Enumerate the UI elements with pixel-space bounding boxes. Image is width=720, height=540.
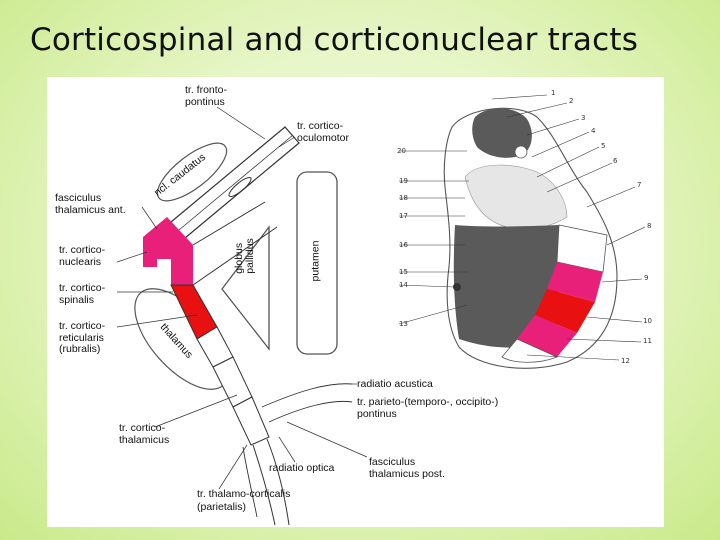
number-label: 8: [647, 222, 652, 230]
label-radiatio-acustica: radiatio acustica: [357, 378, 433, 390]
label-putamen: putamen: [309, 240, 322, 282]
label-fronto-pontinus: tr. fronto- pontinus: [185, 84, 228, 108]
label-cortico-thalamicus: tr. cortico- thalamicus: [119, 422, 170, 446]
label-cortico-spinalis: tr. cortico- spinalis: [59, 282, 106, 306]
number-label: 7: [637, 181, 642, 189]
anatomy-figure: tr. fronto- pontinus tr. cortico- oculom…: [47, 77, 664, 527]
label-cortico-nuclearis: tr. cortico- nuclearis: [59, 244, 106, 268]
label-thalamo-corticalis: tr. thalamo-corticalis: [197, 488, 291, 500]
number-label: 14: [399, 281, 408, 289]
number-label: 13: [399, 320, 408, 328]
label-globus-pallidus: globus pallidus: [232, 238, 256, 274]
number-label: 16: [399, 241, 408, 249]
label-cortico-oculomotor: tr. cortico- oculomotor: [297, 120, 349, 144]
diagram-drawing: [116, 94, 646, 526]
putamen-shape: [296, 171, 338, 355]
slide-title: Corticospinal and corticonuclear tracts: [30, 22, 639, 58]
label-fasciculus-thalamicus-post: fasciculus thalamicus post.: [369, 456, 445, 480]
number-label: 11: [643, 337, 652, 345]
number-label: 2: [569, 97, 574, 105]
number-label: 10: [643, 317, 652, 325]
number-label: 3: [581, 114, 586, 122]
label-fasciculus-thalamicus-ant: fasciculus thalamicus ant.: [55, 192, 126, 216]
label-parieto-pontinus: tr. parieto-(temporo-, occipito-) pontin…: [357, 396, 499, 420]
number-label: 6: [613, 157, 618, 165]
number-label: 5: [601, 142, 606, 150]
number-label: 18: [399, 194, 408, 202]
number-label: 17: [399, 212, 408, 220]
label-radiatio-optica: radiatio optica: [269, 462, 335, 474]
number-label: 19: [399, 177, 408, 185]
number-label: 9: [644, 274, 649, 282]
number-label: 20: [397, 147, 406, 155]
label-cortico-reticularis: tr. cortico- reticularis (rubralis): [59, 320, 106, 355]
number-label: 15: [399, 268, 408, 276]
globus-pallidus-shape: [221, 225, 270, 351]
caudate-nucleus-shape: [156, 142, 228, 202]
number-label: 4: [591, 127, 596, 135]
label-parietalis: (parietalis): [197, 501, 247, 513]
number-label: 1: [551, 89, 556, 97]
number-label: 12: [621, 357, 630, 365]
